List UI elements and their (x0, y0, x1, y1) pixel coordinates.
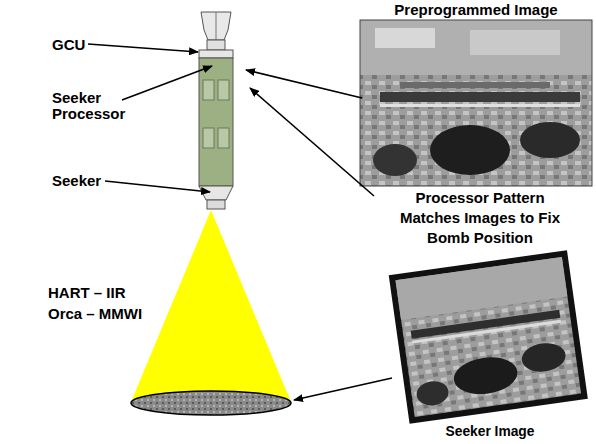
panel-title: Seeker Image (385, 423, 595, 440)
part-label: GCU (52, 37, 85, 53)
preprogrammed-photo (360, 20, 592, 186)
leader-arrows (88, 44, 392, 400)
part-label: Seeker (52, 173, 101, 189)
image-panel: Seeker Image (385, 250, 595, 442)
seeker-photo (389, 250, 588, 424)
part-label: Seeker Processor (52, 90, 137, 122)
part-label: HART – IIR (48, 285, 126, 301)
seeker-cone (131, 210, 291, 402)
bomb (199, 12, 233, 209)
part-label: Processor Pattern Matches Images to Fix … (395, 188, 565, 248)
image-panel: Preprogrammed Image (360, 0, 592, 186)
part-label: Orca – MMWI (48, 306, 142, 322)
ground-footprint (131, 391, 291, 415)
panel-title: Preprogrammed Image (360, 1, 592, 18)
